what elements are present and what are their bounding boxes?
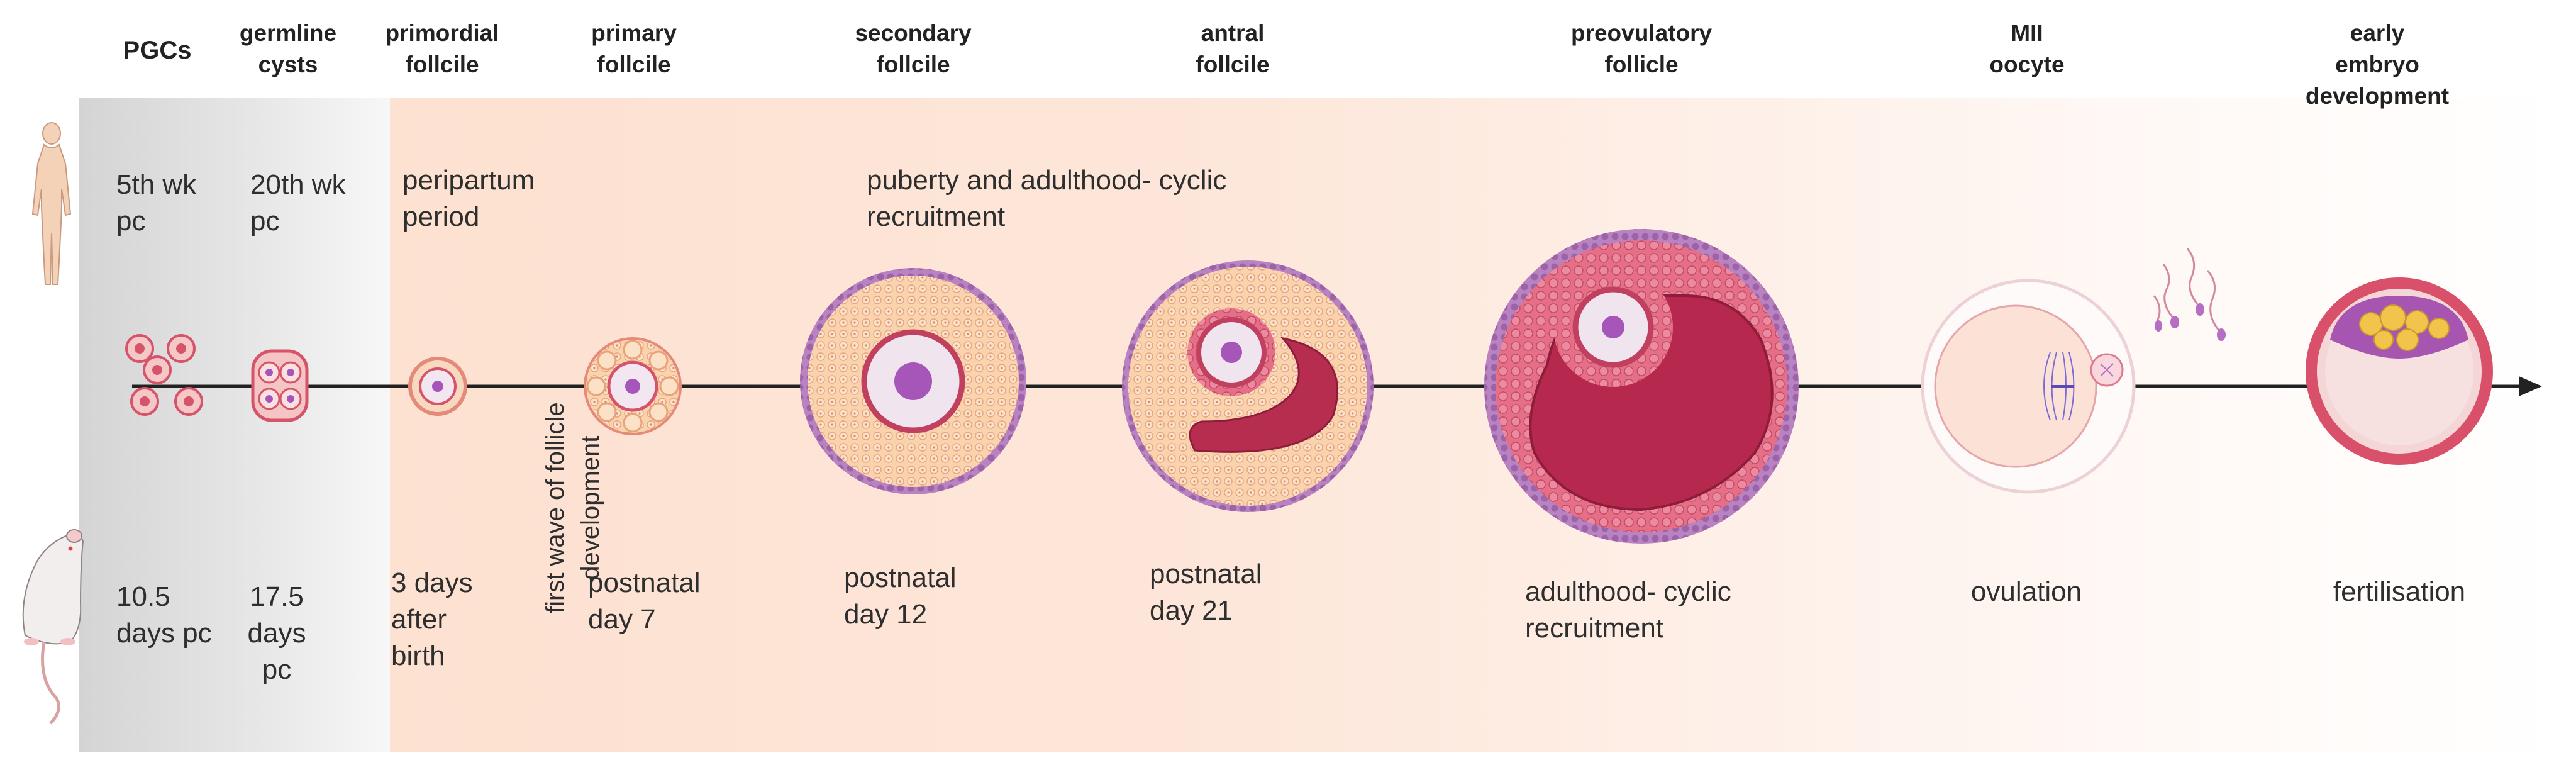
mouse-secondary-time: postnatal day 12 (844, 562, 957, 630)
mouse-fertilisation: fertilisation (2333, 576, 2466, 607)
timeline-arrowhead (2519, 376, 2542, 396)
mouse-primordial-time: 3 days after birth (391, 567, 473, 671)
human-puberty-recruitment: puberty and adulthood- cyclic recruitmen… (867, 165, 1227, 232)
human-germline-time: 20th wk pc (250, 169, 346, 237)
stage-title-preovulatory: preovulatory follicle (1570, 20, 1713, 77)
stage-title-antral: antral follcile (1196, 20, 1270, 77)
antral-follicle (1122, 260, 1374, 512)
pgc-cells (125, 334, 203, 416)
mouse-pgcs-time: 10.5 days pc (116, 581, 212, 649)
stage-title-primordial: primordial follcile (385, 20, 499, 77)
human-figure-icon (31, 122, 72, 285)
stage-title-mii-oocyte: MII oocyte (1989, 20, 2065, 77)
mii-oocyte (1921, 279, 2136, 494)
preovulatory-follicle (1484, 229, 1799, 544)
stage-title-early-embryo: early embryo development (2305, 20, 2450, 109)
stage-title-germline-cysts: germline cysts (239, 20, 337, 77)
postnatal-background-panel (390, 98, 2563, 752)
blastocyst-embryo (2306, 277, 2493, 465)
primordial-follicle (408, 357, 467, 416)
mouse-icon (22, 529, 84, 725)
human-pgcs-time: 5th wk pc (116, 169, 197, 237)
germline-cyst (251, 349, 309, 422)
stage-title-pgcs: PGCs (123, 36, 192, 64)
stage-title-primary: primary follcile (591, 20, 677, 77)
mouse-primary-time: postnatal day 7 (588, 567, 701, 635)
sperm-cells (2153, 248, 2226, 341)
mouse-antral-time: postnatal day 21 (1150, 559, 1262, 626)
mouse-germline-time: 17.5 days pc (247, 581, 306, 685)
primary-follicle (584, 337, 682, 435)
prenatal-background-panel (79, 98, 390, 752)
human-peripartum-period: peripartum period (402, 165, 535, 232)
secondary-follicle (800, 268, 1026, 494)
stage-title-secondary: secondary follcile (855, 20, 972, 77)
mouse-ovulation: ovulation (1970, 576, 2082, 607)
mouse-preovulatory-time: adulthood- cyclic recruitment (1525, 576, 1731, 644)
